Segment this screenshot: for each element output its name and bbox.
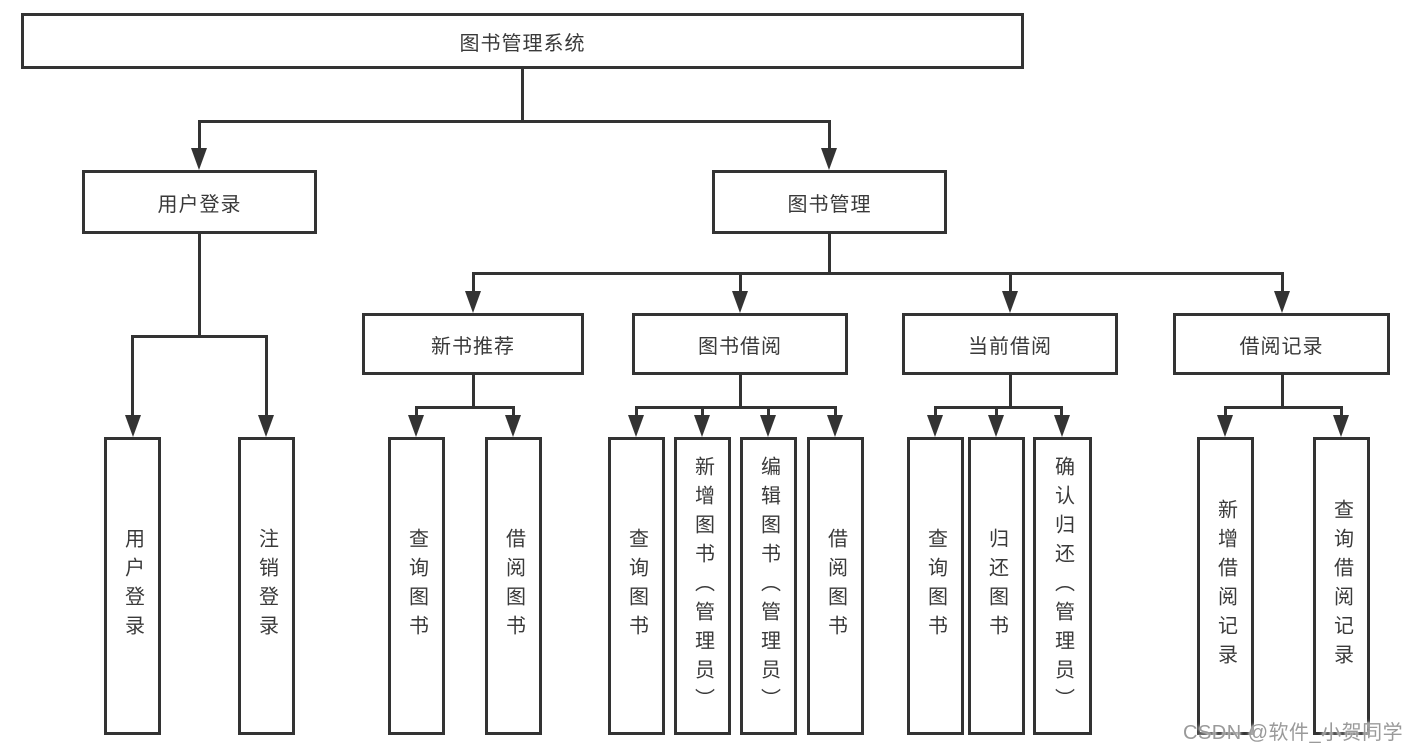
arrow-down-icon <box>1274 291 1290 313</box>
csdn-watermark: CSDN @软件_小贺同学 <box>1183 722 1404 744</box>
arrow-down-icon <box>694 415 710 437</box>
leaf-confirm-return-admin: 确认归还（管理员） <box>1033 437 1092 735</box>
arrow-down-icon <box>1002 291 1018 313</box>
connector-line <box>1281 272 1284 297</box>
arrow-down-icon <box>1217 415 1233 437</box>
leaf-user-login: 用户登录 <box>104 437 161 735</box>
connector-line <box>1224 406 1343 409</box>
leaf-add-book-admin: 新增图书（管理员） <box>674 437 731 735</box>
leaf-query-books-current: 查询图书 <box>907 437 964 735</box>
connector-line <box>415 406 418 420</box>
arrow-down-icon <box>1333 415 1349 437</box>
connector-line <box>265 335 268 417</box>
leaf-return-book: 归还图书 <box>968 437 1025 735</box>
connector-line <box>472 272 1284 275</box>
arrow-down-icon <box>988 415 1004 437</box>
arrow-down-icon <box>258 415 274 437</box>
connector-line <box>834 406 837 420</box>
connector-line <box>1009 375 1012 406</box>
connector-line <box>1009 272 1012 297</box>
connector-line <box>131 335 268 338</box>
connector-line <box>701 406 704 420</box>
connector-line <box>198 120 201 152</box>
connector-line <box>828 234 831 272</box>
arrow-down-icon <box>732 291 748 313</box>
leaf-query-borrow-record: 查询借阅记录 <box>1313 437 1370 735</box>
arrow-down-icon <box>827 415 843 437</box>
leaf-edit-book-admin: 编辑图书（管理员） <box>740 437 797 735</box>
arrow-down-icon <box>408 415 424 437</box>
arrow-down-icon <box>465 291 481 313</box>
connector-line <box>1060 406 1063 420</box>
connector-line <box>767 406 770 420</box>
node-borrow-records: 借阅记录 <box>1173 313 1390 375</box>
connector-line <box>635 406 638 420</box>
arrow-down-icon <box>628 415 644 437</box>
arrow-down-icon <box>1054 415 1070 437</box>
leaf-borrow-books: 借阅图书 <box>807 437 864 735</box>
arrow-down-icon <box>505 415 521 437</box>
connector-line <box>131 335 134 417</box>
connector-line <box>995 406 998 420</box>
connector-line <box>934 406 1063 409</box>
connector-line <box>739 375 742 406</box>
connector-line <box>512 406 515 420</box>
arrow-down-icon <box>760 415 776 437</box>
connector-line <box>828 120 831 152</box>
connector-line <box>934 406 937 420</box>
connector-line <box>1281 375 1284 406</box>
node-book-borrow: 图书借阅 <box>632 313 848 375</box>
node-new-book-recommend: 新书推荐 <box>362 313 584 375</box>
connector-line <box>635 406 837 409</box>
leaf-logout: 注销登录 <box>238 437 295 735</box>
node-root: 图书管理系统 <box>21 13 1024 69</box>
arrow-down-icon <box>125 415 141 437</box>
connector-line <box>415 406 515 409</box>
node-book-management: 图书管理 <box>712 170 947 234</box>
connector-line <box>1340 406 1343 420</box>
node-user-login: 用户登录 <box>82 170 317 234</box>
connector-line <box>472 375 475 406</box>
connector-line <box>198 120 831 123</box>
connector-line <box>739 272 742 297</box>
leaf-borrow-books-recommend: 借阅图书 <box>485 437 542 735</box>
leaf-query-books-borrow: 查询图书 <box>608 437 665 735</box>
leaf-query-books-recommend: 查询图书 <box>388 437 445 735</box>
leaf-add-borrow-record: 新增借阅记录 <box>1197 437 1254 735</box>
connector-line <box>521 69 524 120</box>
node-current-borrow: 当前借阅 <box>902 313 1118 375</box>
arrow-down-icon <box>821 148 837 170</box>
arrow-down-icon <box>927 415 943 437</box>
connector-line <box>472 272 475 297</box>
connector-line <box>198 234 201 335</box>
arrow-down-icon <box>191 148 207 170</box>
connector-line <box>1224 406 1227 420</box>
